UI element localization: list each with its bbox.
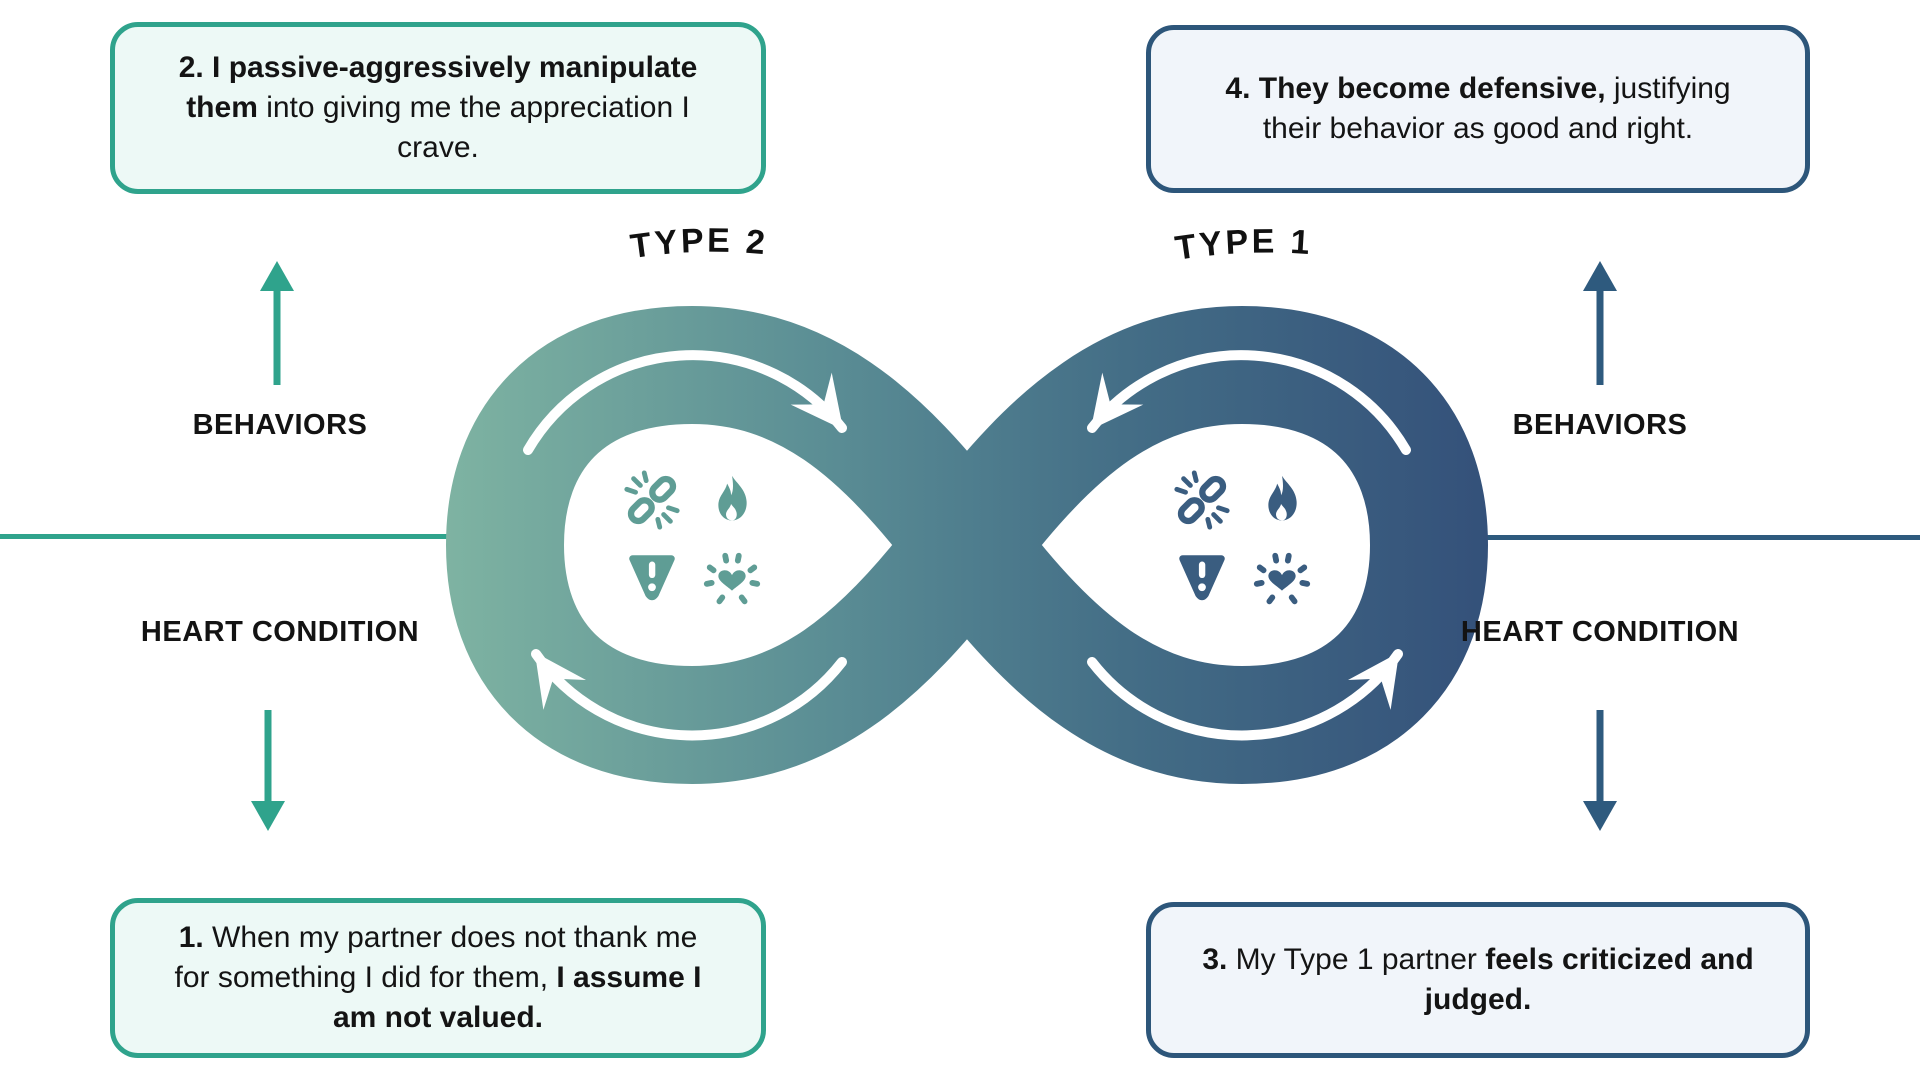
flame-icon: [718, 475, 747, 521]
step-4-text: 4. They become defensive, justifying the…: [1225, 71, 1731, 145]
heart-condition-label-right: HEART CONDITION: [1460, 616, 1740, 648]
step-1-text: 1. When my partner does not thank me for…: [174, 920, 702, 1035]
heart-burst-icon: [707, 556, 757, 602]
arrowhead-right-bottom: [1348, 652, 1400, 710]
heart-burst-icon: [1257, 556, 1307, 602]
step-1-box: 1. When my partner does not thank me for…: [110, 898, 766, 1058]
behaviors-label-left: BEHAVIORS: [192, 409, 368, 441]
left-axis-line: [0, 534, 448, 539]
arrowhead-left-top: [790, 372, 844, 430]
warning-icon: [1183, 559, 1222, 597]
left-loop-icons: [627, 473, 757, 601]
right-loop-icons: [1177, 473, 1307, 601]
broken-link-icon: [627, 473, 677, 527]
step-2-box: 2. I passive-aggressively manipulate the…: [110, 22, 766, 194]
right-axis-line: [1466, 535, 1920, 540]
infinity-band: [445, 305, 1489, 785]
loop-flow-arrows: [523, 350, 1411, 741]
arrowhead-left-bottom: [534, 652, 586, 710]
step-3-box: 3. My Type 1 partner feels criticized an…: [1146, 902, 1810, 1058]
step-2-text: 2. I passive-aggressively manipulate the…: [178, 50, 698, 165]
heart-condition-label-left: HEART CONDITION: [140, 616, 420, 648]
right-down-arrow: [1583, 710, 1617, 831]
type-1-label: TYPE 1: [1173, 222, 1314, 267]
left-up-arrow: [260, 261, 294, 385]
right-up-arrow: [1583, 261, 1617, 385]
behaviors-label-right: BEHAVIORS: [1512, 409, 1688, 441]
left-down-arrow: [251, 710, 285, 831]
flame-icon: [1268, 475, 1297, 521]
broken-link-icon: [1177, 473, 1227, 527]
arrowhead-right-top: [1090, 372, 1144, 430]
step-3-text: 3. My Type 1 partner feels criticized an…: [1202, 942, 1754, 1016]
type-2-label: TYPE 2: [628, 222, 769, 266]
step-4-box: 4. They become defensive, justifying the…: [1146, 25, 1810, 193]
warning-icon: [633, 559, 672, 597]
